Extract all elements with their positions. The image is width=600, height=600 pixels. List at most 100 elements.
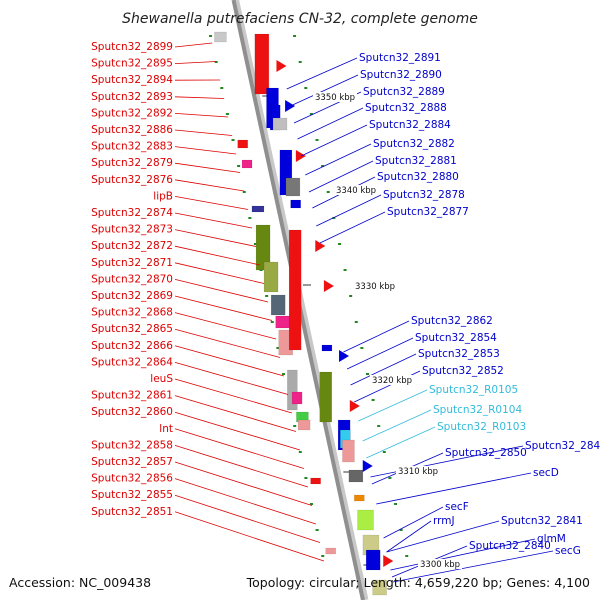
gene-block [342, 439, 355, 463]
leader-line-left [174, 146, 237, 155]
leader-line-left [174, 511, 325, 562]
guide-dash [321, 165, 325, 167]
kbp-label: 3320 kbp [372, 376, 412, 386]
gene-label-right: Sputcn32_2840 [469, 540, 551, 552]
gene-label-right: Sputcn32_2841 [501, 515, 583, 527]
gene-label-left: Sputcn32_2857 [91, 456, 173, 468]
gene-block [254, 33, 270, 95]
gene-label-right: secD [533, 467, 559, 479]
guide-dash [293, 425, 297, 427]
gene-label-right: Sputcn32_2850 [445, 447, 527, 459]
gene-label-left: Sputcn32_2868 [91, 307, 173, 319]
leader-line-left [174, 61, 217, 64]
leader-line-right [308, 160, 374, 193]
guide-dash [248, 217, 252, 219]
gene-label-right: Sputcn32_2878 [383, 189, 465, 201]
guide-dash [225, 113, 229, 115]
gene-label-left: Sputcn32_2872 [91, 240, 173, 252]
gene-label-left: Sputcn32_2866 [91, 340, 173, 352]
kbp-label: 3350 kbp [315, 93, 355, 103]
kbp-label-bg [353, 281, 397, 291]
guide-dash [304, 477, 308, 479]
guide-dash [377, 425, 381, 427]
guide-dash [388, 477, 392, 479]
leader-line-right [386, 520, 500, 553]
map-title: Shewanella putrefaciens CN-32, complete … [122, 11, 478, 27]
leader-line-right [297, 107, 364, 140]
gene-block [372, 579, 387, 596]
gene-block [290, 199, 301, 209]
guide-dash [237, 165, 241, 167]
gene-label-right: Sputcn32_2891 [359, 52, 441, 64]
gene-label-left: Sputcn32_2870 [91, 273, 173, 285]
guide-dash [321, 555, 325, 557]
gene-block [255, 224, 271, 271]
leader-line-left [174, 328, 281, 358]
leader-line-left [174, 162, 241, 173]
gene-label-right: Sputcn32_2854 [415, 332, 497, 344]
kbp-label-bg [370, 375, 414, 385]
leader-line-right [290, 74, 359, 107]
leader-line-right [343, 320, 410, 353]
gene-block [241, 159, 253, 169]
guide-dash [253, 243, 257, 245]
gene-label-right: Sputcn32_2881 [375, 155, 457, 167]
leader-line-left [174, 245, 261, 266]
gene-label-left: Sputcn32_2874 [91, 207, 173, 219]
dotted-guide-lines [209, 35, 409, 557]
leader-line-right [301, 124, 368, 157]
genome-summary-text: Topology: circular; Length: 4,659,220 bp… [246, 575, 590, 590]
gene-label-left: leuS [150, 373, 173, 385]
gene-block [272, 117, 288, 131]
gene-block [365, 549, 381, 571]
kbp-label-bg [418, 559, 462, 569]
gene-arrow [276, 60, 287, 72]
guide-dash [304, 87, 308, 89]
guide-dash [405, 555, 409, 557]
leader-line-left [174, 312, 277, 340]
gene-block [287, 369, 298, 411]
gene-block [251, 205, 265, 213]
gene-labels: Sputcn32_2899Sputcn32_2895Sputcn32_2894S… [91, 41, 600, 557]
gene-label-left: Sputcn32_2865 [91, 323, 173, 335]
gene-label-right: Sputcn32_2877 [387, 206, 469, 218]
gene-block [237, 139, 248, 149]
gene-label-right: rrmJ [433, 515, 455, 527]
leader-line-right [305, 143, 372, 176]
leader-line-left [174, 478, 317, 525]
gene-arrow [285, 100, 296, 112]
gene-label-left: Sputcn32_2883 [91, 141, 173, 153]
guide-dash [315, 139, 319, 141]
gene-label-right: Sputcn32_2889 [363, 86, 445, 98]
gene-block [354, 494, 365, 502]
leader-line-right [319, 211, 386, 244]
leader-line-right [362, 409, 432, 442]
kbp-label: 3330 kbp [355, 282, 395, 292]
gene-label-left: Sputcn32_2893 [91, 91, 173, 103]
gene-block [288, 229, 302, 351]
gene-label-left: lnt [159, 423, 173, 435]
gene-label-right: Sputcn32_2853 [418, 348, 500, 360]
gene-label-left: Sputcn32_2864 [91, 356, 173, 368]
guide-dash [298, 451, 302, 453]
gene-arrow [339, 350, 350, 362]
gene-label-right: Sputcn32_2882 [373, 138, 455, 150]
gene-label-left: Sputcn32_2860 [91, 406, 173, 418]
guide-dash [337, 243, 341, 245]
guide-dash [231, 139, 235, 141]
guide-dash [382, 451, 386, 453]
guide-dash [214, 61, 218, 63]
leader-line-left [174, 196, 249, 210]
leader-line-left [174, 96, 225, 99]
gene-block [319, 371, 333, 423]
leader-line-left [174, 295, 273, 321]
leader-line-right [358, 389, 428, 422]
gene-label-right: Sputcn32_2884 [369, 119, 451, 131]
gene-label-left: Sputcn32_2892 [91, 107, 173, 119]
gene-block [321, 344, 333, 352]
guide-dash [309, 113, 313, 115]
gene-label-right: Sputcn32_2890 [360, 69, 442, 81]
guide-dash [360, 347, 364, 349]
leader-line-left [174, 378, 293, 414]
